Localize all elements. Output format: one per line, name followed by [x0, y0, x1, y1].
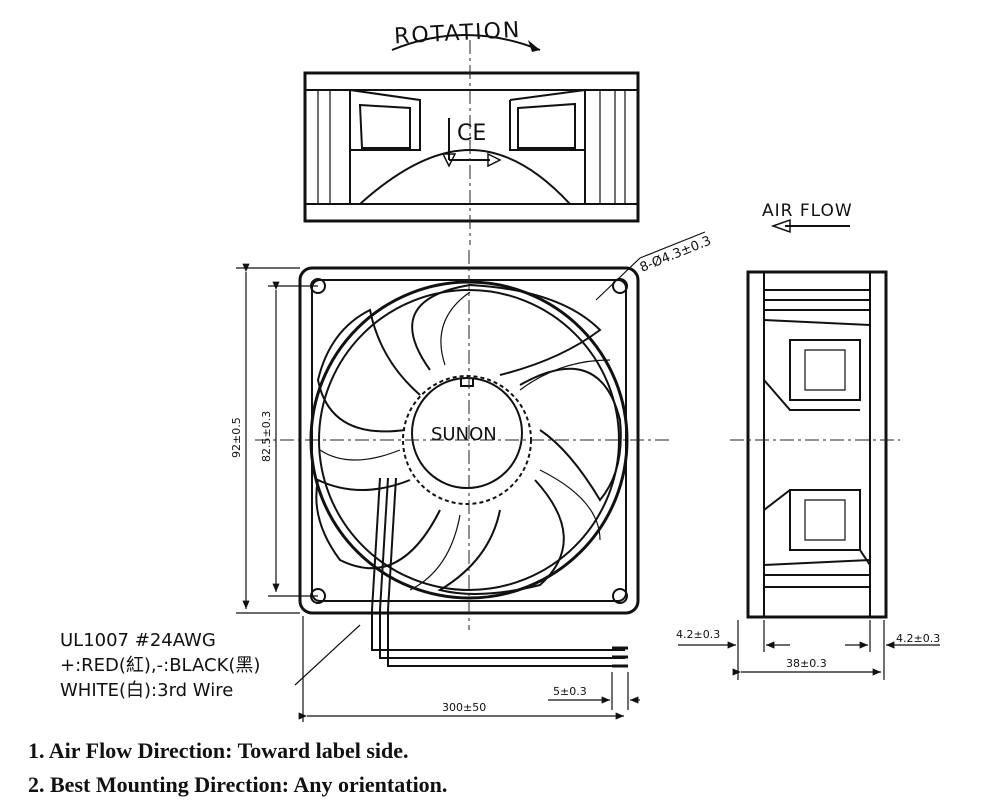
note-2: 2. Best Mounting Direction: Any orientat… — [28, 772, 447, 797]
dim-right-flange: 4.2±0.3 — [896, 632, 940, 645]
note-1: 1. Air Flow Direction: Toward label side… — [28, 738, 409, 763]
top-blade-edges — [599, 90, 626, 204]
wire-lead-2 — [379, 477, 389, 611]
dim-length: 300±50 — [442, 701, 486, 714]
brand-label: SUNON — [431, 424, 497, 445]
dim-outer: 92±0.5 — [230, 417, 243, 458]
side-blade-faces — [804, 349, 846, 541]
wire-spec-line2: +:RED(紅),-:BLACK(黑) — [60, 655, 260, 676]
hole-leader-2 — [639, 231, 706, 259]
top-blade-right-face — [517, 102, 576, 149]
dim-left-flange: 4.2±0.3 — [676, 628, 720, 641]
wire-3 — [387, 610, 625, 667]
side-blade-lower — [763, 489, 871, 566]
rotation-arrowhead — [528, 40, 540, 52]
wire-lead-3 — [387, 477, 397, 611]
dim-strip: 5±0.3 — [553, 685, 587, 698]
top-blade-left-face — [358, 103, 411, 149]
rotation-arrow — [391, 34, 541, 51]
wire-spec-line1: UL1007 #24AWG — [60, 630, 216, 651]
mount-hole-br — [612, 588, 628, 604]
ce-mark: CE — [457, 121, 486, 146]
dim-hole-pitch: 82.5±0.3 — [260, 411, 273, 462]
front-view: SUNON 8-Ø4.3±0.3 92±0.5 82.5±0.3 — [230, 231, 713, 630]
top-blade-edges-left — [317, 90, 331, 204]
top-blade-right — [509, 88, 586, 204]
hole-leader — [595, 257, 641, 301]
top-hub-curve — [359, 148, 571, 205]
notes: 1. Air Flow Direction: Toward label side… — [28, 738, 447, 797]
rotation-label: ROTATION — [394, 18, 523, 50]
airflow-label: AIR FLOW — [762, 201, 853, 221]
dim-depth: 38±0.3 — [786, 657, 827, 670]
side-frame — [746, 270, 888, 619]
side-bottom-ribs — [764, 574, 870, 588]
mount-hole-tr — [612, 278, 628, 294]
top-view-frame — [303, 71, 640, 223]
top-blade-left — [349, 89, 421, 204]
wire-spec-line3: WHITE(白):3rd Wire — [60, 680, 233, 701]
wire-view: UL1007 #24AWG +:RED(紅),-:BLACK(黑) WHITE(… — [60, 610, 640, 722]
wire-1 — [371, 610, 625, 651]
wire-2 — [379, 610, 625, 659]
top-view: ROTATION CE — [303, 18, 640, 245]
airflow-arrowhead — [770, 218, 791, 234]
fan-blades — [315, 283, 622, 595]
ce-arrowhead-right — [487, 152, 502, 168]
hub-notch — [460, 378, 474, 387]
side-blade-upper — [763, 319, 871, 411]
hub — [411, 377, 523, 489]
wire-spec-leader — [294, 624, 361, 686]
wire-lead-1 — [371, 477, 381, 611]
side-top-ribs — [764, 289, 870, 311]
side-view: AIR FLOW 4.2±0.3 4.2±0.3 38±0.3 — [676, 201, 940, 680]
